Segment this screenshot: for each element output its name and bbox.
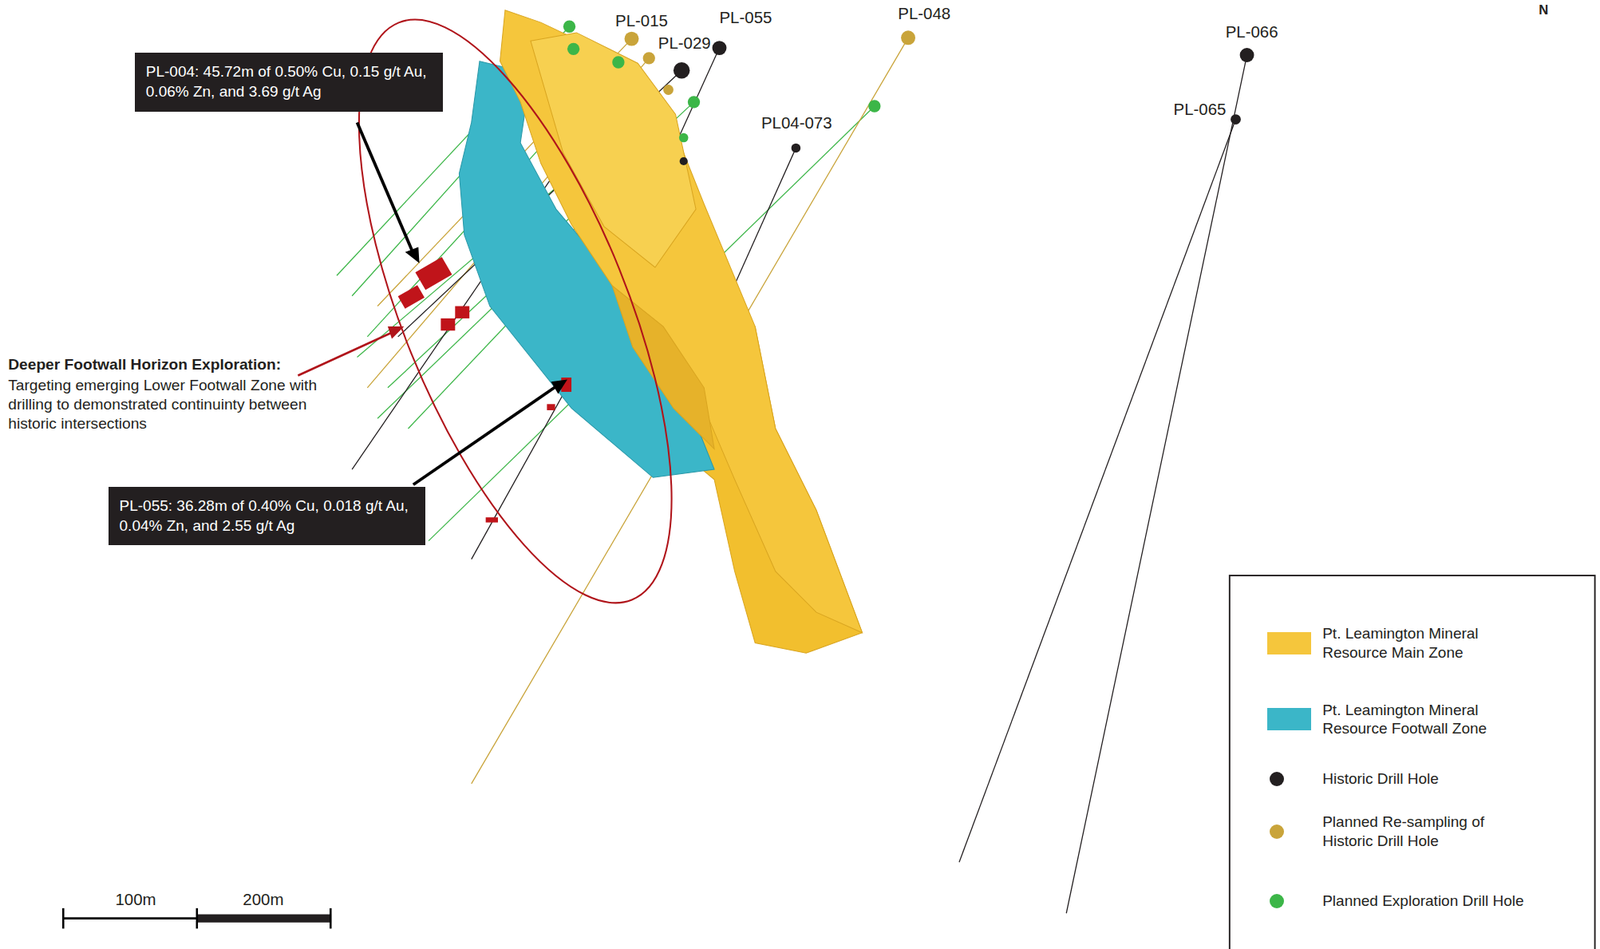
- callout-text: PL-055: 36.28m of 0.40% Cu, 0.018 g/t Au…: [119, 497, 409, 534]
- hole-label: PL-015: [615, 10, 668, 32]
- hole-label: PL-029: [658, 32, 712, 55]
- callout-arrows: [297, 122, 568, 485]
- target-note: Targeting emerging Lower Footwall Zone w…: [7, 375, 324, 435]
- legend-text: Planned Re-sampling of Historic Drill Ho…: [1322, 812, 1538, 851]
- legend-text: Historic Drill Hole: [1322, 769, 1538, 789]
- hole-label: PL-066: [1225, 21, 1279, 44]
- target-heading: Deeper Footwall Horizon Exploration:: [7, 355, 281, 376]
- hole-label: PL-055: [719, 7, 772, 29]
- legend-text: Pt. Leamington Mineral Resource Main Zon…: [1322, 624, 1538, 663]
- collars: [563, 20, 1255, 166]
- scale-bar: [63, 908, 331, 929]
- hole-label: PL04-073: [761, 112, 833, 135]
- legend-swatch: [1267, 632, 1312, 655]
- intercepts: [398, 256, 572, 523]
- hole-label: PL-048: [897, 3, 951, 25]
- callout-box: PL-055: 36.28m of 0.40% Cu, 0.018 g/t Au…: [108, 486, 427, 546]
- legend-text: Pt. Leamington Mineral Resource Footwall…: [1322, 700, 1538, 739]
- legend-text: Planned Exploration Drill Hole: [1322, 891, 1538, 911]
- ore-body: [458, 10, 862, 653]
- legend-dot: [1269, 824, 1284, 839]
- hole-label: PL-065: [1173, 98, 1227, 121]
- north-arrow-label: N: [1538, 1, 1549, 20]
- scale-label: 200m: [242, 888, 284, 911]
- legend-dot: [1269, 771, 1284, 787]
- callout-box: PL-004: 45.72m of 0.50% Cu, 0.15 g/t Au,…: [134, 52, 443, 111]
- legend-dot: [1269, 893, 1284, 909]
- legend-swatch: [1267, 707, 1312, 731]
- callout-text: PL-004: 45.72m of 0.50% Cu, 0.15 g/t Au,…: [146, 63, 427, 100]
- scale-label: 100m: [114, 888, 156, 911]
- legend-frame: [1229, 575, 1596, 949]
